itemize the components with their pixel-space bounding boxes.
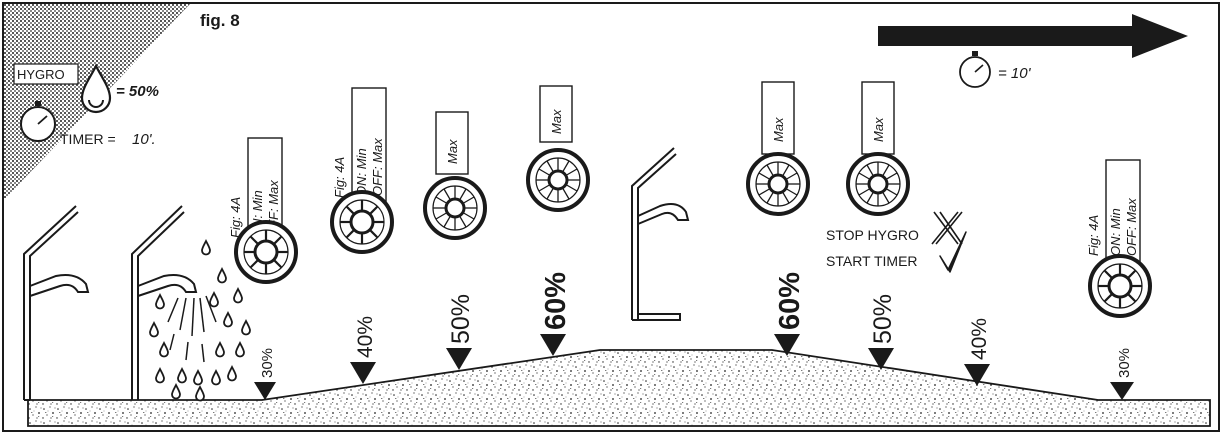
marker-triangle-4: [540, 334, 566, 356]
fan-4-icon: [526, 148, 590, 212]
fan-2-label: Fig: 4A ON: Min OFF: Max: [332, 87, 387, 203]
shower-enclosure-running: [131, 205, 198, 400]
humidity-markers: [254, 334, 1134, 400]
cross-icon: [931, 211, 963, 245]
svg-text:= 10': = 10': [998, 65, 1032, 82]
marker-label-2: 40%: [354, 316, 377, 358]
marker-label-8: 30%: [1116, 348, 1133, 378]
marker-triangle-6: [868, 348, 894, 370]
stopwatch-icon: [959, 51, 991, 88]
fan-3-label: Max: [435, 111, 469, 175]
fan-1-icon: [234, 220, 298, 284]
svg-text:OFF: Max: OFF: Max: [1124, 198, 1139, 256]
svg-text:TIMER =: TIMER =: [60, 131, 116, 147]
svg-text:= 50%: = 50%: [116, 83, 159, 100]
stop-hygro-text: STOP HYGRO: [826, 227, 919, 243]
control-notes: STOP HYGRO START TIMER: [826, 211, 967, 273]
marker-label-7: 40%: [968, 318, 991, 360]
timer-stopwatch-icon: [20, 101, 56, 142]
svg-text:Max: Max: [445, 139, 460, 164]
fan-7-label: Fig: 4A ON: Min OFF: Max: [1086, 159, 1141, 263]
svg-text:Max: Max: [871, 117, 886, 142]
marker-label-3: 50%: [447, 294, 475, 344]
svg-text:Fig: 4A: Fig: 4A: [1086, 215, 1101, 256]
svg-text:ON: Min: ON: Min: [1108, 208, 1123, 256]
marker-triangle-1: [254, 382, 276, 400]
shower-enclosure-empty: [631, 147, 690, 321]
svg-text:HYGRO: HYGRO: [17, 67, 65, 82]
marker-triangle-7: [964, 364, 990, 386]
timer-legend: TIMER = 10'.: [20, 101, 156, 148]
marker-triangle-5: [774, 334, 800, 356]
fan-6-label: Max: [861, 81, 895, 155]
marker-triangle-3: [446, 348, 472, 370]
svg-text:10'.: 10'.: [132, 131, 156, 148]
svg-text:Fig: 4A: Fig: 4A: [332, 157, 347, 198]
marker-triangle-8: [1110, 382, 1134, 400]
figure-label: fig. 8: [200, 11, 240, 30]
hygro-legend: HYGRO = 50%: [13, 63, 159, 114]
marker-label-4: 60%: [540, 272, 572, 330]
checkmark-icon: [939, 231, 967, 273]
start-timer-text: START TIMER: [826, 253, 918, 269]
fan-3-icon: [423, 176, 487, 240]
fan-5-label: Max: [761, 81, 795, 155]
fan-5-icon: [746, 152, 810, 216]
marker-triangle-2: [350, 362, 376, 384]
marker-label-1: 30%: [259, 348, 276, 378]
shower-enclosure-dry: [23, 205, 90, 401]
svg-text:Fig: 4A: Fig: 4A: [228, 197, 243, 238]
fan-6-icon: [846, 152, 910, 216]
fan-2-icon: [330, 190, 394, 254]
svg-text:Max: Max: [549, 109, 564, 134]
fan-4-label: Max: [539, 85, 573, 143]
hygro-drop-icon: [80, 63, 112, 114]
marker-label-5: 60%: [774, 272, 806, 330]
direction-arrow: [878, 14, 1188, 58]
floor-mound: [27, 349, 1211, 427]
svg-text:OFF: Max: OFF: Max: [370, 138, 385, 196]
marker-label-6: 50%: [869, 294, 897, 344]
stopwatch-legend: = 10': [959, 51, 1032, 88]
svg-text:ON: Min: ON: Min: [354, 148, 369, 196]
shower-spray: [167, 295, 217, 363]
svg-text:Max: Max: [771, 117, 786, 142]
fan-7-icon: [1088, 254, 1152, 318]
